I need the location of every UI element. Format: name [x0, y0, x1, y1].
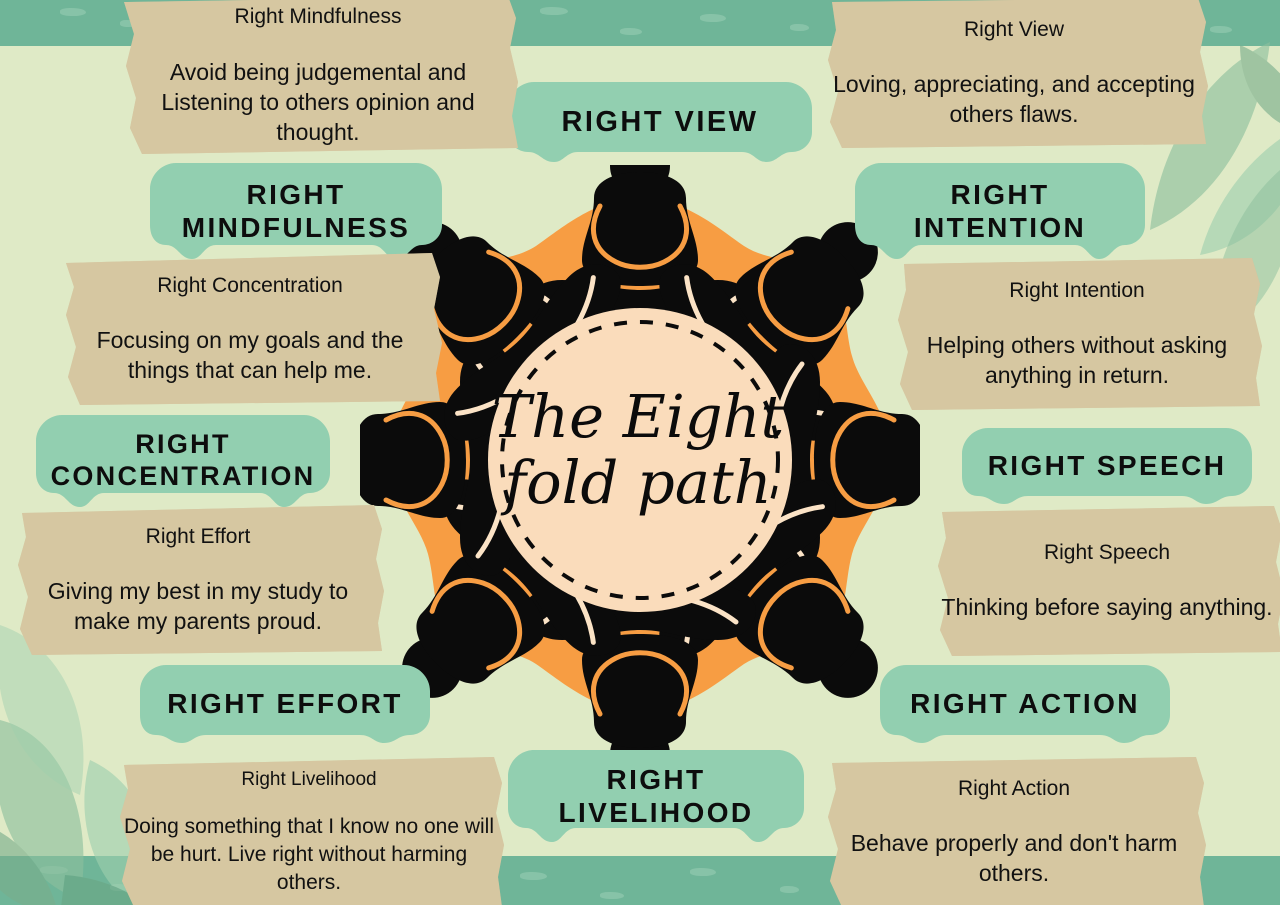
note-title: Right Intention [1009, 278, 1145, 302]
label-shape [508, 750, 804, 842]
label-text: RIGHT EFFORT [167, 688, 403, 720]
label-text: RIGHT ACTION [910, 688, 1140, 720]
note-body: Doing something that I know no one will … [123, 815, 495, 894]
note-body: Focusing on my goals and the things that… [96, 326, 404, 384]
note-body: Loving, appreciating, and accepting othe… [833, 70, 1195, 128]
label-right-effort[interactable]: RIGHT EFFORT [140, 665, 430, 743]
tape-texture [818, 757, 1210, 905]
label-shape [36, 415, 330, 507]
note-right-speech: Right Speech Thinking before saying anyt… [926, 506, 1280, 656]
label-shape [962, 428, 1252, 504]
tape-texture [54, 253, 446, 405]
label-text: RIGHT INTENTION [913, 178, 1087, 243]
note-right-action: Right Action Behave properly and don't h… [818, 757, 1210, 905]
label-text: RIGHT VIEW [561, 105, 759, 138]
note-right-concentration: Right Concentration Focusing on my goals… [54, 253, 446, 405]
label-shape [140, 665, 430, 743]
note-title: Right Effort [145, 524, 251, 548]
tape-texture [112, 0, 524, 156]
label-shape [508, 82, 812, 162]
note-content: Right Intention Helping others without a… [888, 278, 1266, 391]
leaf-decoration-left-edge [0, 620, 130, 800]
note-title: Right Speech [1043, 540, 1171, 564]
note-content: Right View Loving, appreciating, and acc… [818, 17, 1210, 130]
label-text: RIGHT MINDFULNESS [181, 178, 411, 243]
label-right-livelihood[interactable]: RIGHT LIVELIHOOD [508, 750, 804, 842]
note-right-view: Right View Loving, appreciating, and acc… [818, 0, 1210, 148]
note-title: Right Concentration [157, 273, 343, 297]
note-body: Giving my best in my study to make my pa… [47, 577, 349, 635]
label-text: RIGHT SPEECH [987, 450, 1227, 482]
label-right-action[interactable]: RIGHT ACTION [880, 665, 1170, 743]
note-body: Avoid being judgemental and Listening to… [161, 58, 475, 146]
note-right-intention: Right Intention Helping others without a… [888, 258, 1266, 410]
label-shape [150, 163, 442, 259]
label-shape [880, 665, 1170, 743]
label-right-speech[interactable]: RIGHT SPEECH [962, 428, 1252, 504]
tape-texture [926, 506, 1280, 656]
note-title: Right Mindfulness [234, 5, 402, 29]
note-content: Right Effort Giving my best in my study … [8, 524, 388, 637]
label-text: RIGHT LIVELIHOOD [558, 763, 754, 828]
note-content: Right Livelihood Doing something that I … [110, 768, 508, 897]
tape-texture [818, 0, 1210, 148]
note-content: Right Concentration Focusing on my goals… [54, 273, 446, 386]
note-title: Right Action [957, 776, 1071, 800]
label-right-concentration[interactable]: RIGHT CONCENTRATION [36, 415, 330, 507]
center-disc [488, 308, 792, 612]
note-right-livelihood: Right Livelihood Doing something that I … [110, 757, 508, 905]
center-title-line1: The Eight [492, 382, 785, 451]
tape-texture [110, 757, 508, 905]
note-content: Right Mindfulness Avoid being judgementa… [112, 4, 524, 147]
center-title-line2: fold path [500, 448, 771, 517]
label-text: RIGHT CONCENTRATION [50, 429, 316, 491]
label-right-intention[interactable]: RIGHT INTENTION [855, 163, 1145, 259]
tape-texture [888, 258, 1266, 410]
note-content: Right Speech Thinking before saying anyt… [926, 540, 1280, 623]
note-title: Right Livelihood [241, 768, 377, 790]
tape-texture [8, 505, 388, 655]
note-right-effort: Right Effort Giving my best in my study … [8, 505, 388, 655]
note-title: Right View [964, 17, 1064, 41]
label-shape [855, 163, 1145, 259]
label-right-mindfulness[interactable]: RIGHT MINDFULNESS [150, 163, 442, 259]
note-body: Thinking before saying anything. [941, 593, 1273, 620]
note-content: Right Action Behave properly and don't h… [818, 776, 1210, 889]
note-body: Behave properly and don't harm others. [850, 829, 1178, 887]
note-right-mindfulness: Right Mindfulness Avoid being judgementa… [112, 0, 524, 156]
eightfold-path-mandala: The Eight fold path [360, 165, 920, 755]
note-body: Helping others without asking anything i… [926, 331, 1228, 389]
label-right-view[interactable]: RIGHT VIEW [508, 82, 812, 162]
dashed-ring [500, 320, 780, 600]
